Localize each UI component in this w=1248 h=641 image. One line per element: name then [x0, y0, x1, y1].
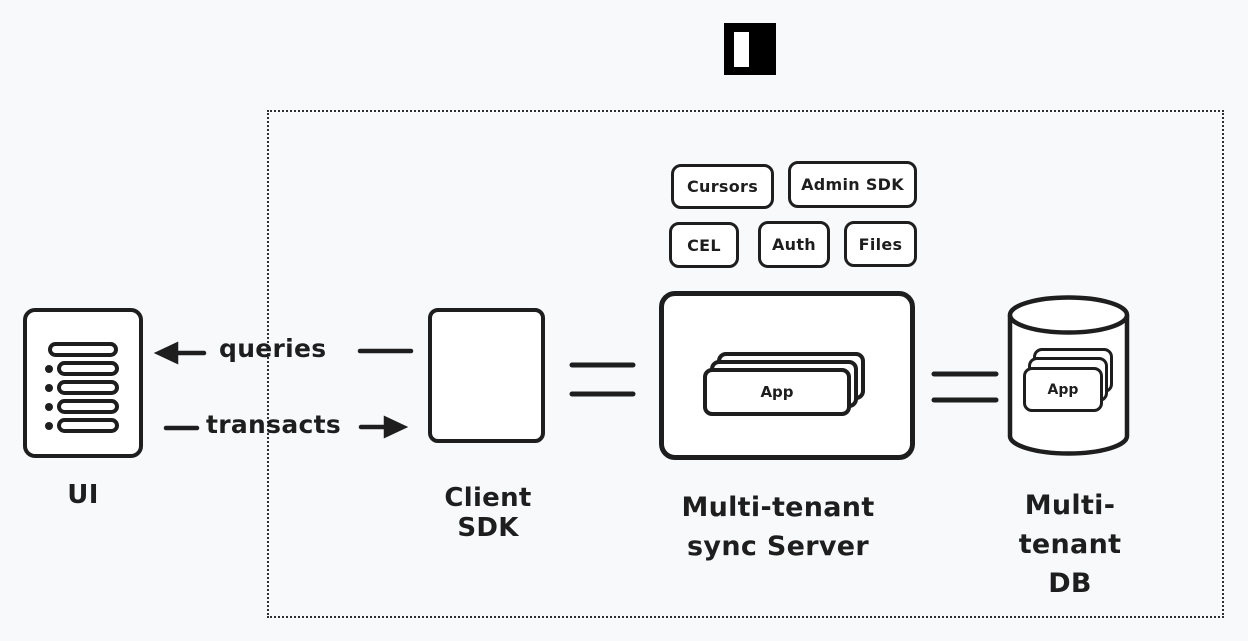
chip-admin-sdk-label: Admin SDK [801, 175, 904, 194]
chip-files: Files [844, 221, 917, 267]
sync-server-label-line2: sync Server [687, 531, 869, 562]
chip-auth-label: Auth [771, 235, 816, 254]
chip-files-label: Files [858, 234, 903, 254]
db-app-card: App [1023, 367, 1103, 412]
list-bullet-icon [45, 365, 53, 373]
sync-server-label: Multi-tenant sync Server [650, 488, 906, 566]
chip-cel-label: CEL [687, 235, 721, 255]
sync-server-label-line1: Multi-tenant [681, 492, 875, 523]
instant-logo-mark [734, 32, 749, 67]
queries-flow-label: queries [219, 334, 327, 363]
server-app-card-label: App [760, 383, 794, 401]
db-app-card-label: App [1047, 381, 1079, 398]
client-sdk-label: Client SDK [444, 483, 532, 543]
chip-admin-sdk: Admin SDK [788, 161, 917, 208]
instant-logo-icon [724, 23, 776, 75]
chip-cel: CEL [669, 222, 739, 268]
list-icon [48, 342, 118, 357]
backend-boundary-frame [267, 110, 1224, 618]
list-bullet-icon [45, 384, 53, 392]
db-label: Multi-tenant DB [981, 486, 1159, 603]
queries-arrowhead-left-icon [153, 341, 179, 365]
list-bullet-icon [45, 422, 53, 430]
ui-box-label: UI [67, 480, 99, 510]
transacts-flow-label: transacts [206, 410, 342, 439]
db-label-line1: Multi-tenant [1018, 490, 1122, 560]
server-app-card: App [703, 368, 851, 416]
chip-auth: Auth [758, 221, 830, 268]
ui-box [23, 308, 143, 458]
chip-cursors-label: Cursors [686, 177, 759, 196]
list-bullet-icon [45, 403, 53, 411]
list-icon [57, 361, 119, 376]
chip-cursors: Cursors [671, 164, 774, 209]
list-icon [57, 399, 119, 414]
db-label-line2: DB [1048, 568, 1092, 599]
list-icon [57, 380, 119, 395]
client-sdk-box [428, 308, 545, 443]
list-icon [57, 418, 119, 433]
